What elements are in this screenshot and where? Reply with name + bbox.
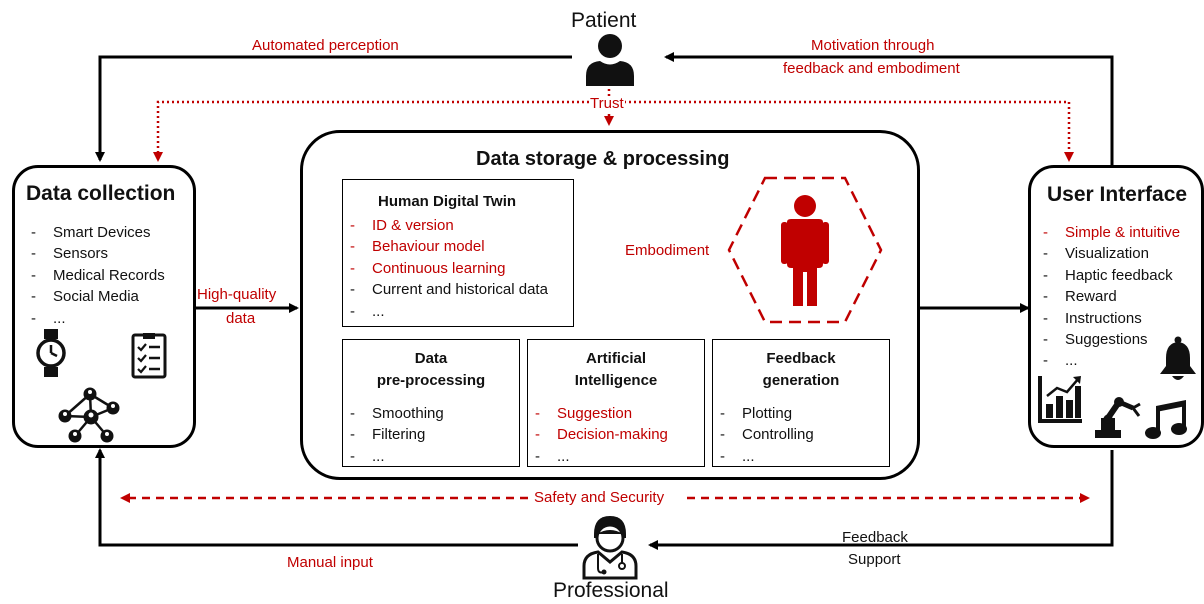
list-item: Social Media <box>29 286 165 307</box>
edge-motivation <box>664 52 1114 172</box>
user-interface-title: User Interface <box>1047 183 1188 206</box>
list-item: Decision-making <box>533 424 668 445</box>
checklist-icon <box>131 333 167 379</box>
feedback-gen-title-2: generation <box>762 372 840 389</box>
data-storage-title: Data storage & processing <box>476 148 730 170</box>
label-safety-security: Safety and Security <box>534 489 665 506</box>
list-item: Reward <box>1041 286 1180 307</box>
user-interface-list: Simple & intuitive Visualization Haptic … <box>1041 222 1180 372</box>
list-item: ... <box>718 446 814 467</box>
list-item: Suggestion <box>533 403 668 424</box>
preprocessing-title-2: pre-processing <box>376 372 486 389</box>
list-item: ... <box>1041 350 1180 371</box>
list-item: Instructions <box>1041 308 1180 329</box>
ai-box: Artificial Intelligence Suggestion Decis… <box>527 339 705 467</box>
list-item: Medical Records <box>29 265 165 286</box>
bell-icon <box>1160 336 1196 380</box>
edge-trust-left <box>153 100 609 162</box>
label-feedback: Feedback <box>842 529 908 546</box>
embodiment-avatar-hexagon <box>727 176 883 324</box>
list-item: ... <box>348 446 444 467</box>
label-motivation-line1: Motivation through <box>811 37 935 54</box>
preprocessing-box: Data pre-processing Smoothing Filtering … <box>342 339 520 467</box>
feedback-gen-list: Plotting Controlling ... <box>718 403 814 467</box>
feedback-generation-box: Feedback generation Plotting Controlling… <box>712 339 890 467</box>
list-item: Smart Devices <box>29 222 165 243</box>
label-support: Support <box>848 551 901 568</box>
label-high-quality-line1: High-quality <box>197 286 277 303</box>
edge-trust-right <box>609 100 1074 162</box>
doctor-icon <box>582 516 638 580</box>
list-item: Behaviour model <box>348 236 548 257</box>
edge-automated-perception <box>95 55 572 162</box>
human-figure-icon <box>781 195 829 306</box>
data-collection-box: Data collection Smart Devices Sensors Me… <box>12 165 196 448</box>
list-item: Controlling <box>718 424 814 445</box>
list-item: Simple & intuitive <box>1041 222 1180 243</box>
list-item: Plotting <box>718 403 814 424</box>
label-automated-perception: Automated perception <box>252 37 399 54</box>
music-note-icon <box>1145 400 1187 439</box>
list-item: Sensors <box>29 243 165 264</box>
digital-twin-list: ID & version Behaviour model Continuous … <box>348 215 548 322</box>
data-collection-list: Smart Devices Sensors Medical Records So… <box>29 222 165 329</box>
label-embodiment: Embodiment <box>623 242 712 259</box>
label-high-quality-line2: data <box>226 310 256 327</box>
person-icon <box>586 34 634 86</box>
list-item: Visualization <box>1041 243 1180 264</box>
list-item: Haptic feedback <box>1041 265 1180 286</box>
edge-manual-input <box>95 448 578 547</box>
list-item: ... <box>29 308 165 329</box>
user-interface-box: User Interface Simple & intuitive Visual… <box>1028 165 1204 448</box>
digital-twin-title: Human Digital Twin <box>378 193 517 210</box>
ai-list: Suggestion Decision-making ... <box>533 403 668 467</box>
digital-twin-box: Human Digital Twin ID & version Behaviou… <box>342 179 574 327</box>
data-collection-title: Data collection <box>26 182 176 205</box>
professional-label: Professional <box>553 579 669 602</box>
ai-title-2: Intelligence <box>574 372 658 389</box>
label-motivation-line2: feedback and embodiment <box>783 60 960 77</box>
list-item: Smoothing <box>348 403 444 424</box>
feedback-gen-title-1: Feedback <box>766 350 836 367</box>
list-item: ... <box>348 301 548 322</box>
list-item: ID & version <box>348 215 548 236</box>
ai-title-1: Artificial <box>585 350 646 367</box>
edge-feedback-support <box>648 450 1114 550</box>
list-item: ... <box>533 446 668 467</box>
list-item: Suggestions <box>1041 329 1180 350</box>
list-item: Current and historical data <box>348 279 548 300</box>
robot-arm-icon <box>1095 397 1141 438</box>
preprocessing-title-1: Data <box>414 350 448 367</box>
bar-chart-icon <box>1038 376 1082 423</box>
label-manual-input: Manual input <box>287 554 373 571</box>
smartwatch-icon <box>36 329 66 377</box>
list-item: Continuous learning <box>348 258 548 279</box>
patient-label: Patient <box>571 9 637 32</box>
network-icon <box>58 387 120 443</box>
preprocessing-list: Smoothing Filtering ... <box>348 403 444 467</box>
list-item: Filtering <box>348 424 444 445</box>
label-trust: Trust <box>589 95 625 112</box>
